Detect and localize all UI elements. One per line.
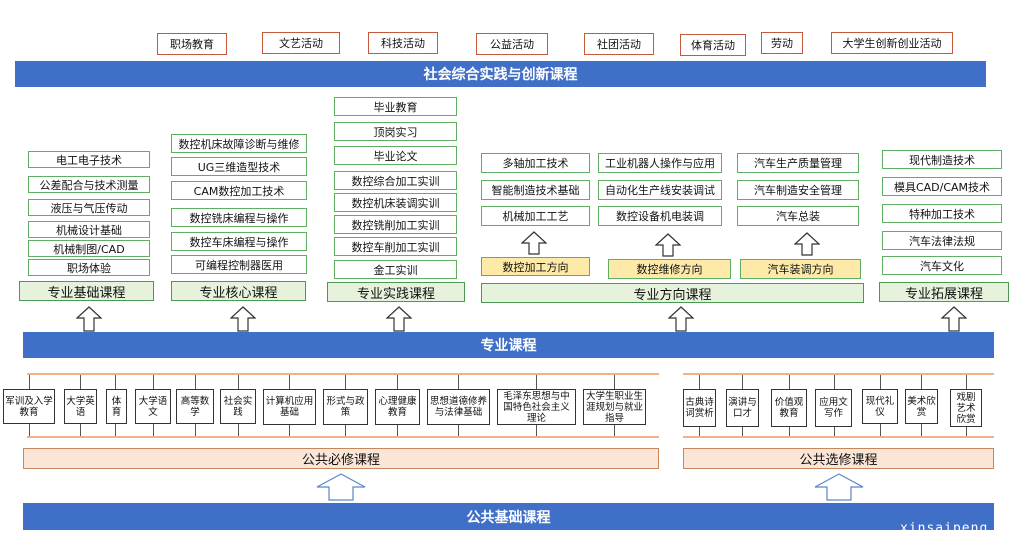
required-course: 军训及入学教育 — [3, 389, 55, 424]
direction-label: 汽车装调方向 — [740, 259, 861, 279]
course-box: 工业机器人操作与应用 — [598, 153, 722, 173]
direction-label: 数控加工方向 — [481, 257, 590, 276]
course-box: 数控综合加工实训 — [334, 171, 457, 190]
course-box: 公差配合与技术测量 — [28, 176, 150, 193]
activity-box: 职场教育 — [157, 33, 227, 55]
course-box: 机械加工工艺 — [481, 206, 590, 226]
elective-course: 价值观教育 — [771, 389, 807, 427]
course-box: 自动化生产线安装调试 — [598, 180, 722, 200]
up-arrow-icon — [655, 233, 681, 257]
required-course: 社会实践 — [220, 389, 256, 424]
activity-box: 大学生创新创业活动 — [831, 32, 953, 54]
elective-course-bar: 公共选修课程 — [683, 448, 994, 469]
course-box: 模具CAD/CAM技术 — [882, 177, 1002, 196]
watermark: xinsaipeng — [900, 521, 989, 536]
elective-course: 应用文写作 — [815, 389, 852, 427]
divider-line — [27, 373, 659, 375]
category-direction: 专业方向课程 — [481, 283, 864, 303]
up-arrow-icon — [941, 306, 967, 332]
required-course: 心理健康教育 — [375, 389, 420, 425]
up-arrow-icon — [76, 306, 102, 332]
elective-course: 古典诗词赏析 — [683, 389, 716, 427]
up-arrow-icon — [386, 306, 412, 332]
up-arrow-icon — [814, 473, 864, 501]
course-box: 毕业论文 — [334, 146, 457, 165]
course-box: 特种加工技术 — [882, 204, 1002, 223]
required-course: 大学语文 — [135, 389, 171, 424]
elective-course: 美术欣赏 — [905, 389, 938, 424]
course-box: 汽车法律法规 — [882, 231, 1002, 250]
course-box: 数控铣床编程与操作 — [171, 208, 307, 227]
course-box: 汽车生产质量管理 — [737, 153, 859, 173]
up-arrow-icon — [521, 231, 547, 255]
course-box: 汽车文化 — [882, 256, 1002, 275]
activity-box: 文艺活动 — [262, 32, 340, 54]
course-box: CAM数控加工技术 — [171, 181, 307, 200]
course-box: 金工实训 — [334, 260, 457, 279]
direction-label: 数控维修方向 — [608, 259, 731, 279]
course-box: UG三维造型技术 — [171, 157, 307, 176]
required-course: 思想道德修养与法律基础 — [427, 389, 490, 425]
category-core: 专业核心课程 — [171, 281, 306, 301]
course-box: 液压与气压传动 — [28, 199, 150, 216]
course-box: 汽车制造安全管理 — [737, 180, 859, 200]
category-extend: 专业拓展课程 — [879, 282, 1009, 302]
up-arrow-icon — [668, 306, 694, 332]
elective-course: 戏剧艺术欣赏 — [950, 389, 982, 427]
course-box: 职场体验 — [28, 259, 150, 276]
course-box: 数控车床编程与操作 — [171, 232, 307, 251]
course-box: 数控铣削加工实训 — [334, 215, 457, 234]
required-course: 大学英语 — [64, 389, 97, 424]
activity-box: 公益活动 — [476, 33, 548, 55]
course-box: 现代制造技术 — [882, 150, 1002, 169]
required-course: 高等数学 — [176, 389, 214, 424]
required-course: 大学生职业生涯规划与就业指导 — [583, 389, 646, 425]
course-box: 机械制图/CAD — [28, 240, 150, 257]
up-arrow-icon — [794, 232, 820, 256]
divider-line — [683, 373, 994, 375]
divider-line — [27, 436, 659, 438]
up-arrow-icon — [316, 473, 366, 501]
course-box: 可编程控制器医用 — [171, 255, 307, 274]
elective-course: 现代礼仪 — [862, 389, 898, 424]
course-box: 数控机床装调实训 — [334, 193, 457, 212]
activity-box: 科技活动 — [368, 32, 438, 54]
course-box: 顶岗实习 — [334, 122, 457, 141]
course-box: 数控车削加工实训 — [334, 237, 457, 256]
activity-box: 社团活动 — [584, 33, 654, 55]
course-box: 数控设备机电装调 — [598, 206, 722, 226]
course-box: 电工电子技术 — [28, 151, 150, 168]
category-practice: 专业实践课程 — [327, 282, 465, 302]
foundation-course-bar: 公共基础课程 — [23, 503, 994, 530]
required-course: 毛泽东思想与中国特色社会主义理论 — [497, 389, 576, 425]
course-box: 数控机床故障诊断与维修 — [171, 134, 307, 153]
up-arrow-icon — [230, 306, 256, 332]
social-practice-bar: 社会综合实践与创新课程 — [15, 61, 986, 87]
course-box: 毕业教育 — [334, 97, 457, 116]
elective-course: 演讲与口才 — [726, 389, 759, 427]
required-course: 体育 — [106, 389, 127, 424]
required-course: 计算机应用基础 — [263, 389, 316, 425]
activity-box: 劳动 — [761, 32, 803, 54]
course-box: 多轴加工技术 — [481, 153, 590, 173]
course-box: 汽车总装 — [737, 206, 859, 226]
required-course: 形式与政策 — [323, 389, 368, 425]
activity-box: 体育活动 — [680, 34, 746, 56]
divider-line — [683, 436, 994, 438]
required-course-bar: 公共必修课程 — [23, 448, 659, 469]
course-box: 机械设计基础 — [28, 221, 150, 238]
major-course-bar: 专业课程 — [23, 332, 994, 358]
category-basic: 专业基础课程 — [19, 281, 154, 301]
course-box: 智能制造技术基础 — [481, 180, 590, 200]
